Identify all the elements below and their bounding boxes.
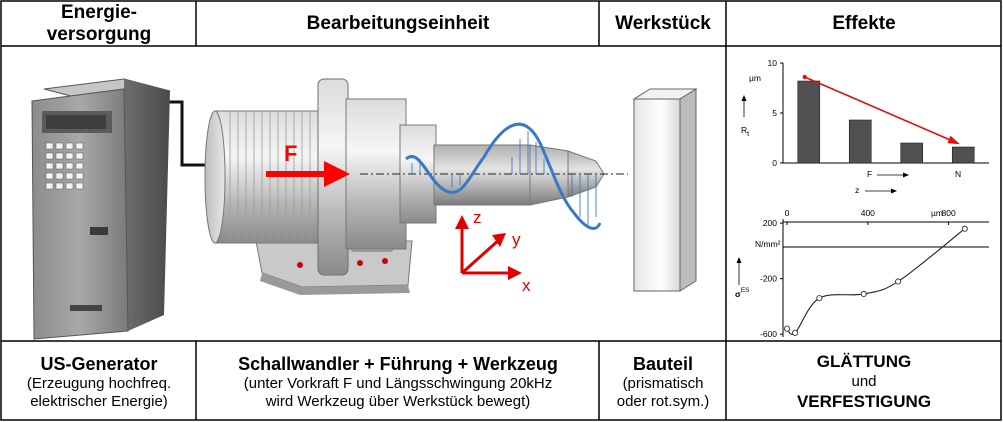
bar-3 <box>900 142 924 164</box>
header-effects: Effekte <box>832 13 896 34</box>
axis-y-label: y <box>512 230 521 249</box>
stress-point-3 <box>816 295 823 302</box>
axis-z-label: z <box>473 208 482 227</box>
header-workpiece: Werkstück <box>615 13 711 34</box>
caption-part-line1: (prismatisch <box>622 374 704 392</box>
header-processing: Bearbeitungseinheit <box>306 13 490 34</box>
header-energy: Energie- versorgung <box>2 2 196 46</box>
caption-effects-line2: und <box>851 372 877 390</box>
caption-unit-title: Schallwandler + Führung + Werkzeug <box>238 353 558 374</box>
caption-unit-line2: wird Werkzeug über Werkstück bewegt) <box>265 392 531 410</box>
axis-x-label: x <box>522 276 531 295</box>
stress-point-4 <box>860 290 867 298</box>
stress-point-2 <box>792 329 799 336</box>
trend-arrow-head <box>947 135 961 145</box>
caption-effects-line3: VERFESTIGUNG <box>796 391 932 411</box>
caption-part-title: Bauteil <box>632 353 693 374</box>
vibration-wave <box>405 122 602 230</box>
header-energy-line1: Energie- <box>60 2 138 23</box>
bar-y-tick-label: 10 <box>768 58 778 68</box>
caption-generator-title: US-Generator <box>40 353 158 374</box>
bar-y-label: Rt <box>741 125 749 138</box>
caption-unit-line1: (unter Vorkraft F und Längsschwingung 20… <box>243 374 553 392</box>
caption-unit: Schallwandler + Führung + Werkzeug (unte… <box>197 343 599 420</box>
bar-y-tick-label: 5 <box>772 108 777 118</box>
caption-generator-line2: elektrischer Energie) <box>30 392 168 410</box>
line-x-unit: µm <box>931 208 943 218</box>
line-y-tick-label: -600 <box>760 329 777 339</box>
header-energy-line2: versorgung <box>46 24 152 45</box>
caption-generator-line1: (Erzeugung hochfreq. <box>26 374 172 392</box>
line-y-tick-label: 200 <box>763 218 777 228</box>
caption-effects: GLÄTTUNG und VERFESTIGUNG <box>727 343 1001 420</box>
trend-arrow-line <box>804 76 958 144</box>
bar-2 <box>848 119 872 164</box>
caption-generator: US-Generator (Erzeugung hochfreq. elektr… <box>2 343 196 420</box>
stress-curve <box>786 228 966 335</box>
residual-stress-line-chart: µm N/mm² σES 0 400 800 200 -200 -600 <box>735 208 989 339</box>
bar-y-tick-label: 0 <box>772 158 777 168</box>
stress-point-6 <box>961 225 968 232</box>
tool <box>433 144 605 206</box>
force-label: F <box>284 141 297 166</box>
bar-x-label-n: N <box>955 169 961 179</box>
caption-effects-line1: GLÄTTUNG <box>816 351 912 371</box>
bar-x-label-z: z <box>855 185 859 195</box>
us-generator <box>31 78 171 340</box>
stress-point-1 <box>783 325 791 332</box>
caption-part: Bauteil (prismatisch oder rot.sym.) <box>600 343 726 420</box>
line-x-tick-label: 400 <box>861 208 875 218</box>
cable <box>160 100 208 167</box>
line-x-tick-label: 0 <box>785 208 790 218</box>
force-arrow: F <box>266 141 350 187</box>
bar-1 <box>797 80 821 164</box>
trend-arrow-start <box>802 74 807 80</box>
stress-point-5 <box>895 278 902 285</box>
bar-x-label-f: F <box>867 169 872 179</box>
line-y-label: σES <box>735 287 750 299</box>
coordinate-system: z y x <box>455 208 531 295</box>
line-x-tick-label: 800 <box>942 208 956 218</box>
bar-y-unit: µm <box>749 73 761 83</box>
caption-part-line2: oder rot.sym.) <box>616 392 710 410</box>
generator-keypad <box>45 142 84 190</box>
workpiece-block <box>632 88 698 292</box>
bar-4 <box>951 146 975 164</box>
line-y-unit: N/mm² <box>755 239 781 249</box>
roughness-bar-chart: µm Rt F N z 0 5 10 <box>741 58 989 195</box>
process-illustration: F z y x <box>31 78 698 340</box>
line-y-tick-label: -200 <box>760 274 777 284</box>
